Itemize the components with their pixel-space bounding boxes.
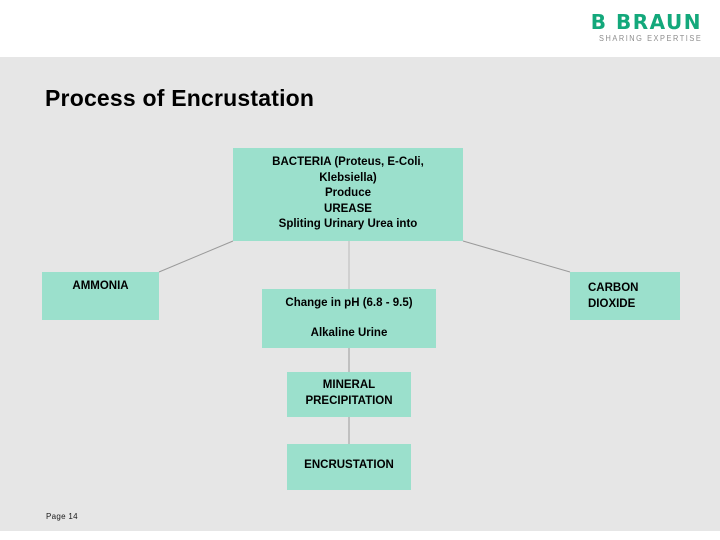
ammonia-line-1: AMMONIA bbox=[72, 280, 129, 292]
flow-box-encrustation: ENCRUSTATION bbox=[287, 444, 411, 490]
encrustation-line-1: ENCRUSTATION bbox=[304, 459, 394, 471]
carbon-dioxide-line-2: DIOXIDE bbox=[588, 297, 636, 310]
footer-band bbox=[0, 531, 720, 540]
brand-logo-text: B BRAUN bbox=[590, 10, 702, 34]
bacteria-line-1: BACTERIA (Proteus, E-Coli, bbox=[272, 156, 424, 168]
brand-logo: B BRAUN SHARING EXPERTISE bbox=[590, 12, 702, 43]
page-number: Page 14 bbox=[46, 512, 78, 521]
header-band: B BRAUN SHARING EXPERTISE bbox=[0, 0, 720, 57]
flow-box-ammonia: AMMONIA bbox=[42, 272, 159, 320]
flow-box-ph-change: Change in pH (6.8 - 9.5) Alkaline Urine bbox=[262, 289, 436, 348]
bacteria-line-3: Produce bbox=[324, 187, 371, 199]
carbon-dioxide-line-1: CARBON bbox=[588, 282, 639, 294]
ph-change-spacer bbox=[262, 312, 436, 326]
mineral-precipitation-line-2: PRECIPITATION bbox=[305, 394, 393, 407]
bacteria-line-5: Spliting Urinary Urea into bbox=[278, 218, 418, 230]
mineral-precipitation-line-1: MINERAL bbox=[322, 379, 376, 391]
page-title: Process of Encrustation bbox=[45, 85, 315, 111]
brand-tagline: SHARING EXPERTISE bbox=[598, 34, 702, 43]
bacteria-line-4: UREASE bbox=[324, 202, 372, 215]
flow-box-bacteria: BACTERIA (Proteus, E-Coli, Klebsiella) P… bbox=[233, 148, 463, 241]
ph-change-line-2: Alkaline Urine bbox=[310, 326, 388, 339]
bacteria-line-2: Klebsiella) bbox=[319, 171, 377, 184]
ph-change-line-1: Change in pH (6.8 - 9.5) bbox=[285, 297, 413, 309]
flow-box-mineral-precipitation: MINERAL PRECIPITATION bbox=[287, 372, 411, 417]
flow-box-carbon-dioxide: CARBON DIOXIDE bbox=[570, 272, 680, 320]
